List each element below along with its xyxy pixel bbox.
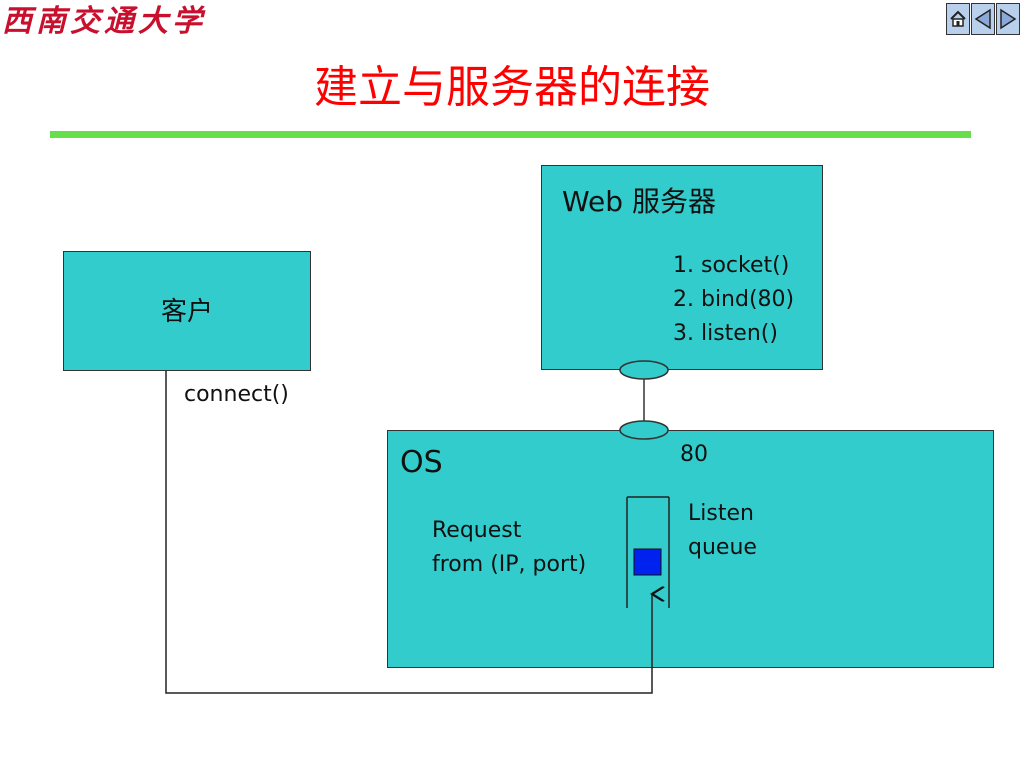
listen-queue-label: Listen — [688, 501, 754, 526]
home-button[interactable] — [946, 3, 970, 35]
listen-queue-label: queue — [688, 535, 757, 560]
triangle-right-icon — [1000, 8, 1017, 30]
request-label: Request — [432, 518, 522, 543]
server-step: 1. socket() — [673, 253, 790, 278]
os-port-oval — [619, 420, 669, 440]
request-label: from (IP, port) — [432, 552, 587, 577]
university-logo: 西南交通大学 — [2, 4, 206, 39]
client-box: 客户 — [63, 251, 311, 371]
os-label: OS — [400, 445, 443, 480]
slide-nav — [946, 3, 1022, 37]
next-button[interactable] — [996, 3, 1020, 35]
queued-request-block — [633, 548, 662, 576]
web-server-box: Web 服务器 1. socket() 2. bind(80) 3. liste… — [541, 165, 823, 370]
web-server-title: Web 服务器 — [562, 185, 716, 218]
connect-call-label: connect() — [184, 382, 289, 407]
title-divider — [50, 131, 971, 138]
slide-title: 建立与服务器的连接 — [314, 62, 710, 113]
client-label: 客户 — [160, 297, 213, 327]
server-socket-oval — [619, 360, 669, 380]
home-icon — [950, 10, 966, 27]
os-box: OS 80 Request from (IP, port) Listen que… — [387, 430, 994, 668]
connect-path-line — [165, 371, 652, 694]
server-step: 3. listen() — [673, 321, 778, 346]
server-step: 2. bind(80) — [673, 287, 795, 312]
previous-button[interactable] — [971, 3, 995, 35]
triangle-left-icon — [974, 8, 991, 30]
port-label: 80 — [680, 442, 708, 467]
